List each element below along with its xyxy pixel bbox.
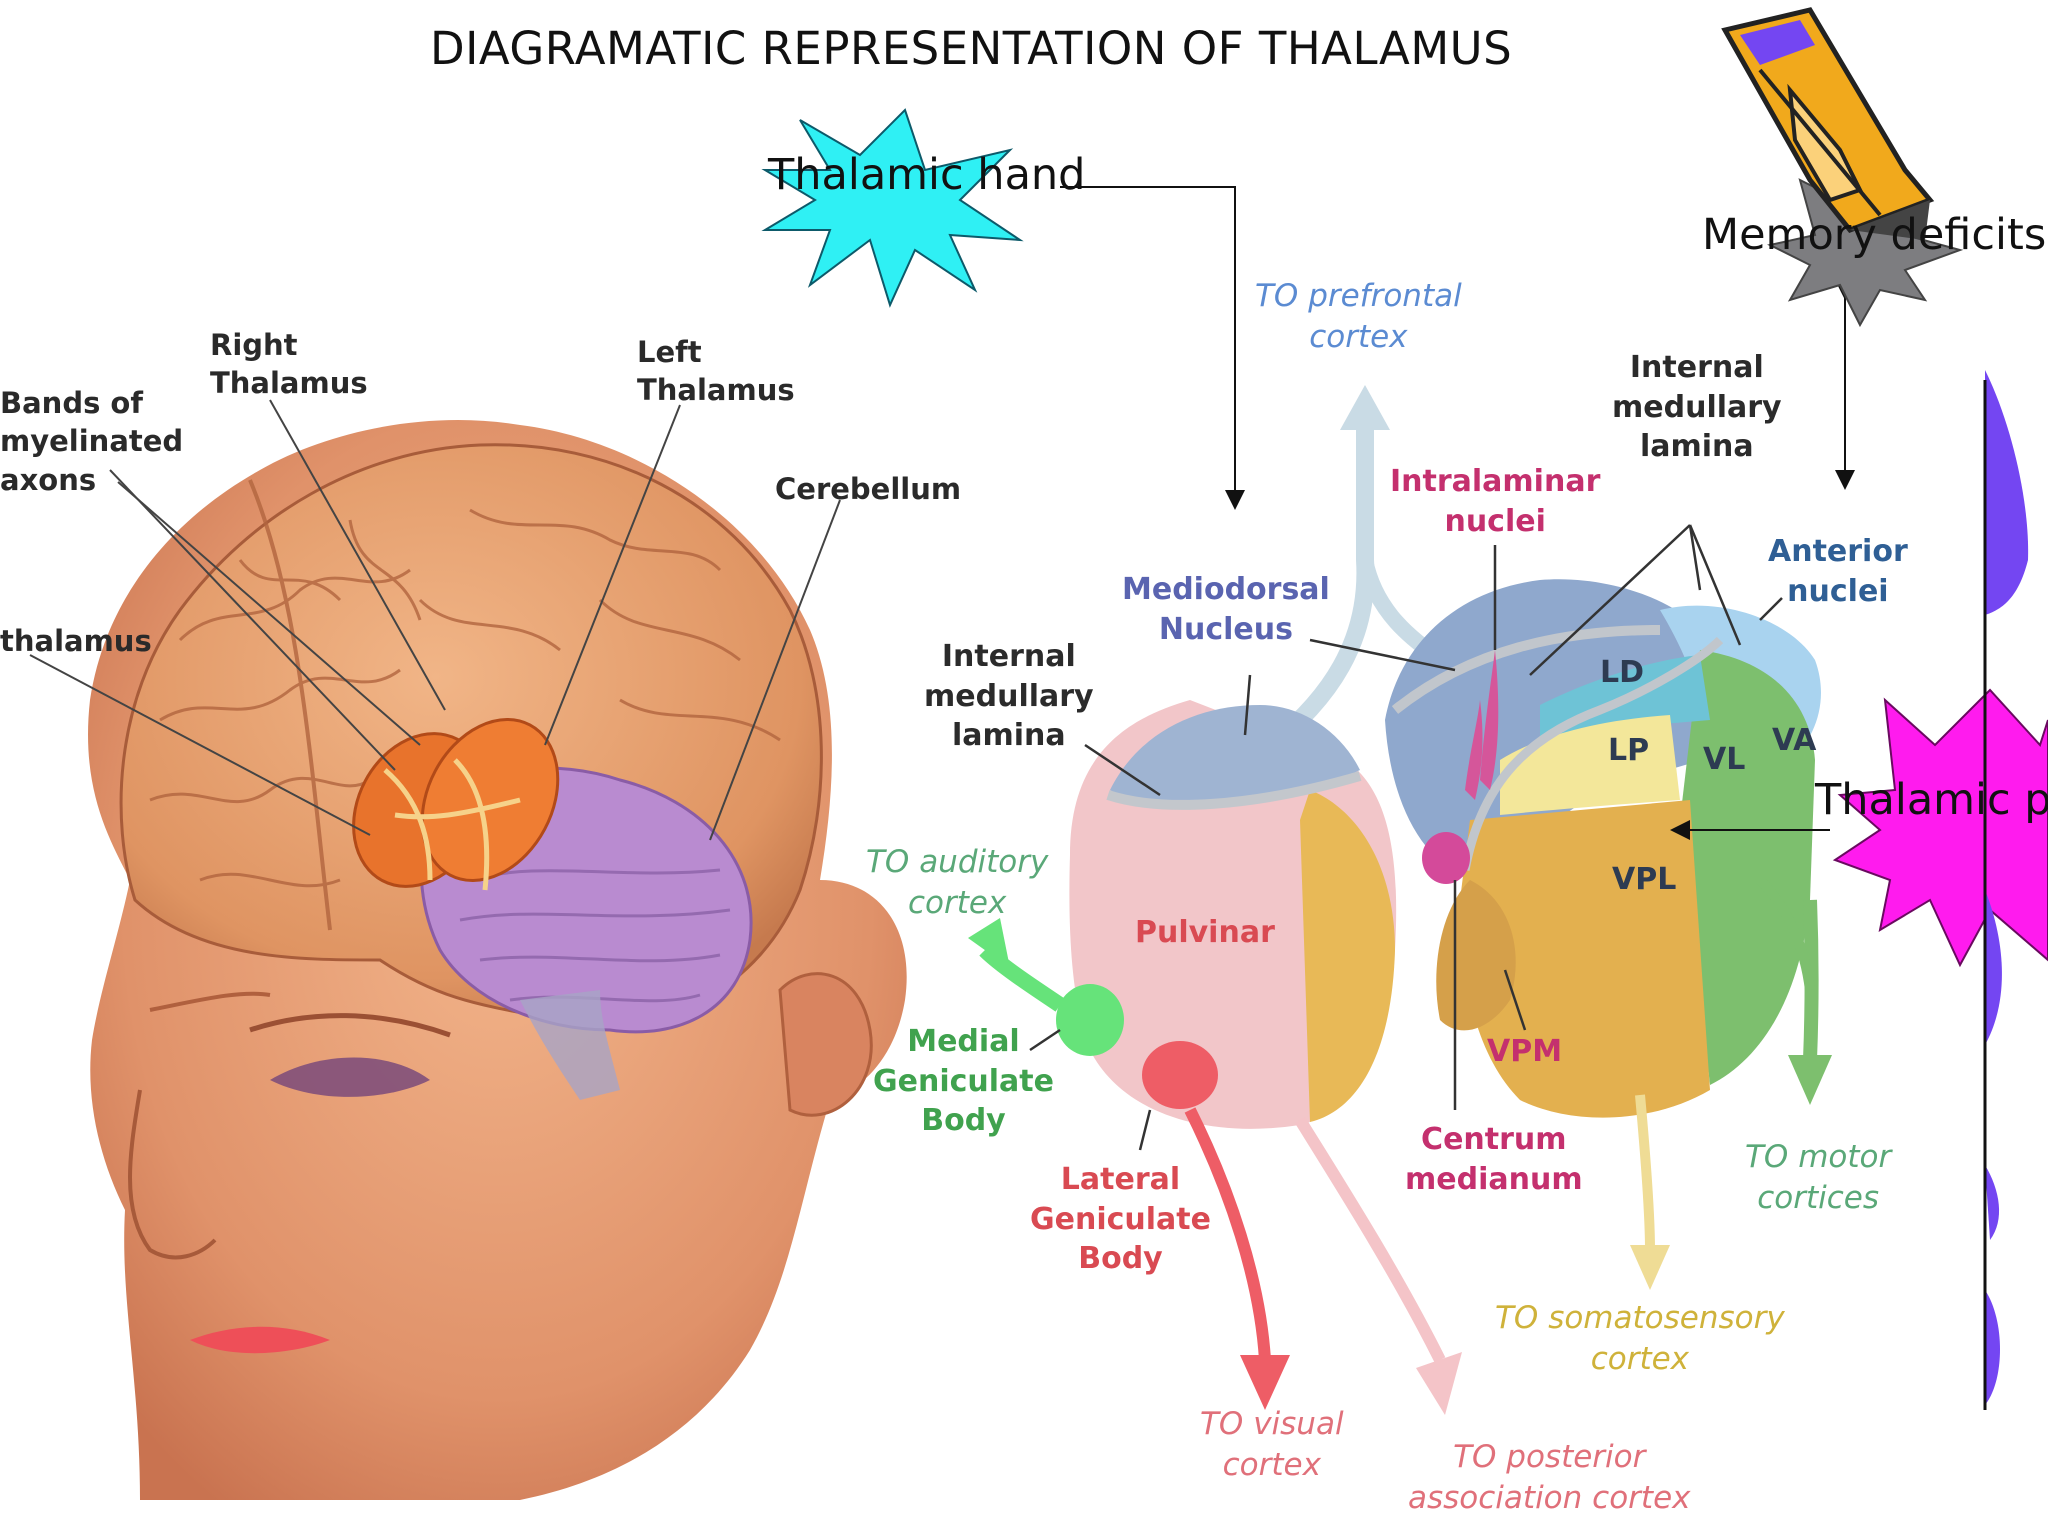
centrum-medianum-dot [1422, 832, 1470, 884]
thalamic-hand-label: Thalamic hand [768, 150, 1086, 200]
vl-label: VL [1703, 742, 1746, 777]
vpm-label: VPM [1487, 1034, 1563, 1069]
ld-label: LD [1600, 655, 1645, 690]
brain-gyri [149, 479, 781, 931]
mouth [190, 1326, 330, 1354]
starburst-icon [761, 108, 1024, 308]
thalamic-hand-arrow [1060, 186, 1245, 510]
brainstem [520, 990, 620, 1100]
pulvinar-label: Pulvinar [1135, 915, 1275, 950]
side-accent-shapes [1985, 370, 2029, 1405]
thalamus-diagram [968, 385, 1832, 1415]
vpl-region [1460, 800, 1710, 1118]
va-label: VA [1772, 723, 1817, 758]
head-illustration [29, 399, 907, 1500]
page-title: DIAGRAMATIC REPRESENTATION OF THALAMUS [430, 22, 1513, 75]
vpl-label: VPL [1612, 862, 1677, 897]
lp-label: LP [1608, 733, 1650, 768]
head-pointer-lines [29, 399, 841, 841]
memory-deficits-label: Memory deficits [1702, 210, 2047, 260]
va-vl-region [1680, 650, 1815, 1085]
nose [128, 1089, 217, 1260]
pencil-icon [1721, 7, 1935, 240]
starburst-icon [1832, 688, 2048, 968]
thalamic-pain-label: Thalamic pe [1815, 775, 2048, 825]
medial-geniculate-shape [1056, 984, 1124, 1056]
diagram-pointer-lines [1029, 524, 1783, 1151]
posterior-region [1300, 790, 1395, 1122]
mediodorsal-left [1110, 705, 1360, 806]
eye [270, 1057, 430, 1097]
cerebellum-label: Cerebellum [775, 472, 962, 506]
intralaminar-nuclei-shape [1465, 650, 1499, 800]
lateral-geniculate-shape [1142, 1041, 1218, 1109]
ear [778, 972, 873, 1117]
thalamus-label: thalamus [0, 624, 152, 658]
